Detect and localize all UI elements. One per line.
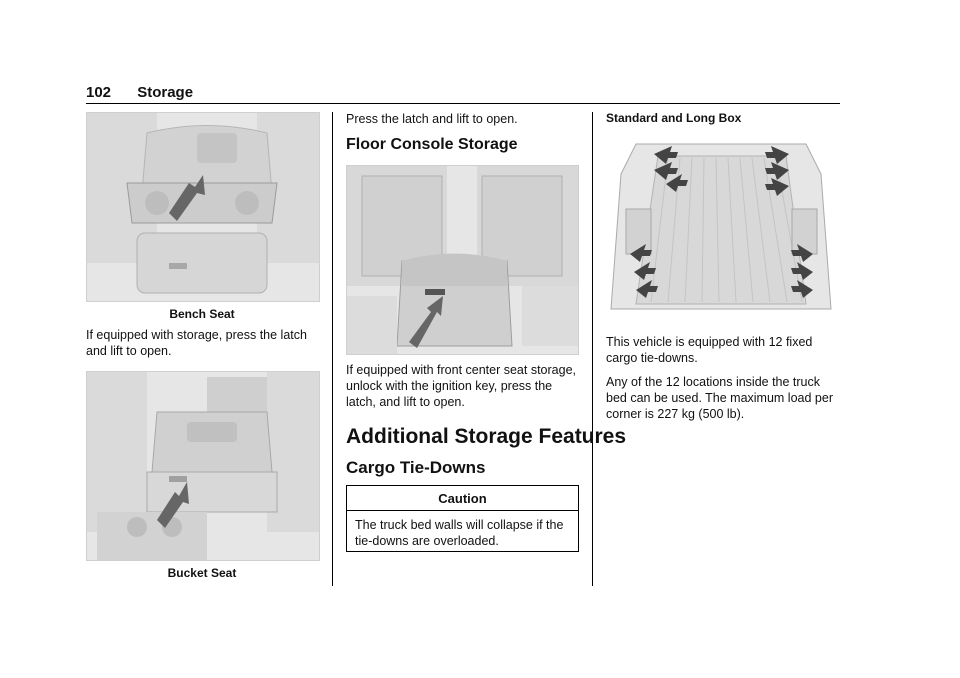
column-divider [592, 112, 593, 586]
caution-text: The truck bed walls will collapse if the… [355, 518, 564, 548]
caption-bucket-seat: Bucket Seat [167, 566, 237, 580]
header-rule [86, 103, 840, 104]
caution-title: Caution [347, 486, 578, 511]
page-header: 102 Storage [86, 84, 193, 101]
right-paragraph-1: This vehicle is equipped with 12 fixed c… [606, 335, 813, 365]
truck-box-label: Standard and Long Box [606, 111, 742, 125]
bucket-seat-illustration [86, 371, 320, 561]
right-paragraph-2: Any of the 12 locations inside the truck… [606, 375, 833, 421]
heading-cargo-tie-downs: Cargo Tie-Downs [346, 458, 486, 477]
floor-console-paragraph: If equipped with front center seat stora… [346, 363, 576, 409]
left-paragraph: If equipped with storage, press the latc… [86, 328, 307, 358]
column-divider [332, 112, 333, 586]
middle-intro: Press the latch and lift to open. [346, 112, 518, 126]
caution-box: Caution The truck bed walls will collaps… [346, 485, 579, 552]
floor-console-illustration [346, 165, 579, 355]
truck-bed-illustration [606, 134, 837, 324]
page-number: 102 [86, 84, 112, 101]
section-title: Storage [137, 84, 194, 101]
heading-additional-storage: Additional Storage Features [346, 425, 627, 448]
bench-seat-illustration [86, 112, 320, 302]
heading-floor-console: Floor Console Storage [346, 136, 518, 153]
caption-bench-seat: Bench Seat [169, 307, 235, 321]
